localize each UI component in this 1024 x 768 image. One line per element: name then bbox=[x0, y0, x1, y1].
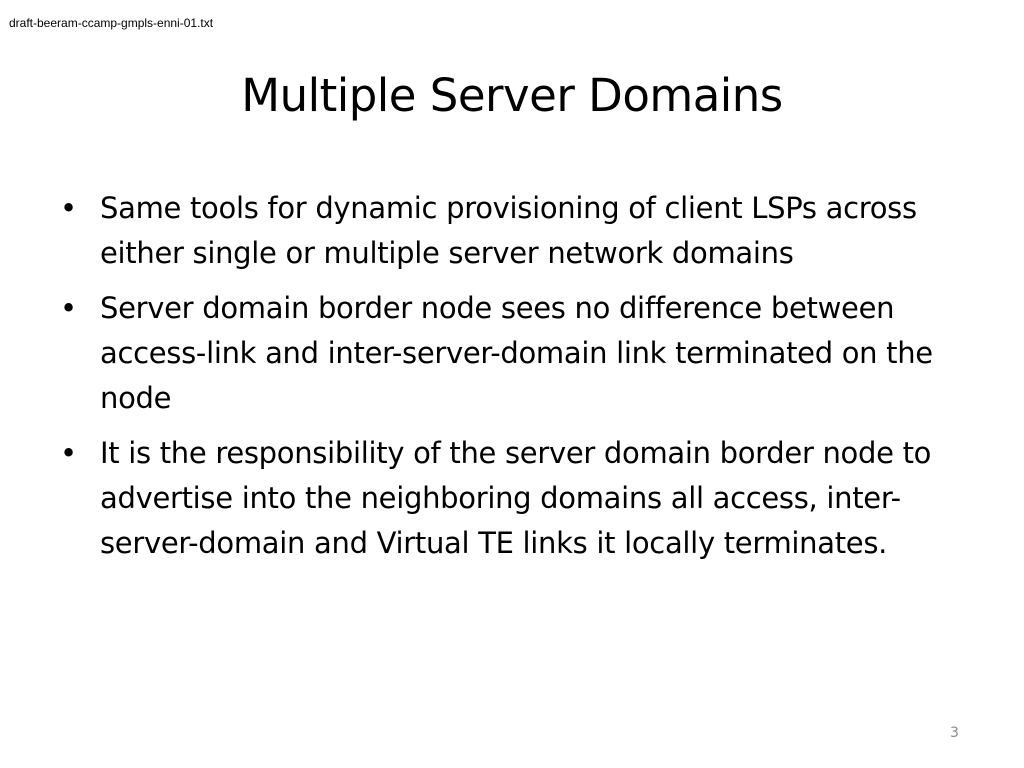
slide-title: Multiple Server Domains bbox=[241, 69, 783, 122]
bullet-dot-icon: • bbox=[60, 436, 77, 470]
bullet-item: • It is the responsibility of the server… bbox=[58, 431, 988, 566]
bullet-list: • Same tools for dynamic provisioning of… bbox=[58, 186, 988, 576]
page-number: 3 bbox=[950, 725, 959, 741]
bullet-item: • Server domain border node sees no diff… bbox=[58, 286, 988, 421]
bullet-dot-icon: • bbox=[60, 191, 77, 225]
document-filename: draft-beeram-ccamp-gmpls-enni-01.txt bbox=[9, 16, 214, 30]
bullet-item: • Same tools for dynamic provisioning of… bbox=[58, 186, 988, 276]
bullet-text: Same tools for dynamic provisioning of c… bbox=[100, 191, 917, 270]
bullet-dot-icon: • bbox=[60, 291, 77, 325]
bullet-text: Server domain border node sees no differ… bbox=[100, 291, 933, 415]
bullet-text: It is the responsibility of the server d… bbox=[100, 436, 932, 560]
